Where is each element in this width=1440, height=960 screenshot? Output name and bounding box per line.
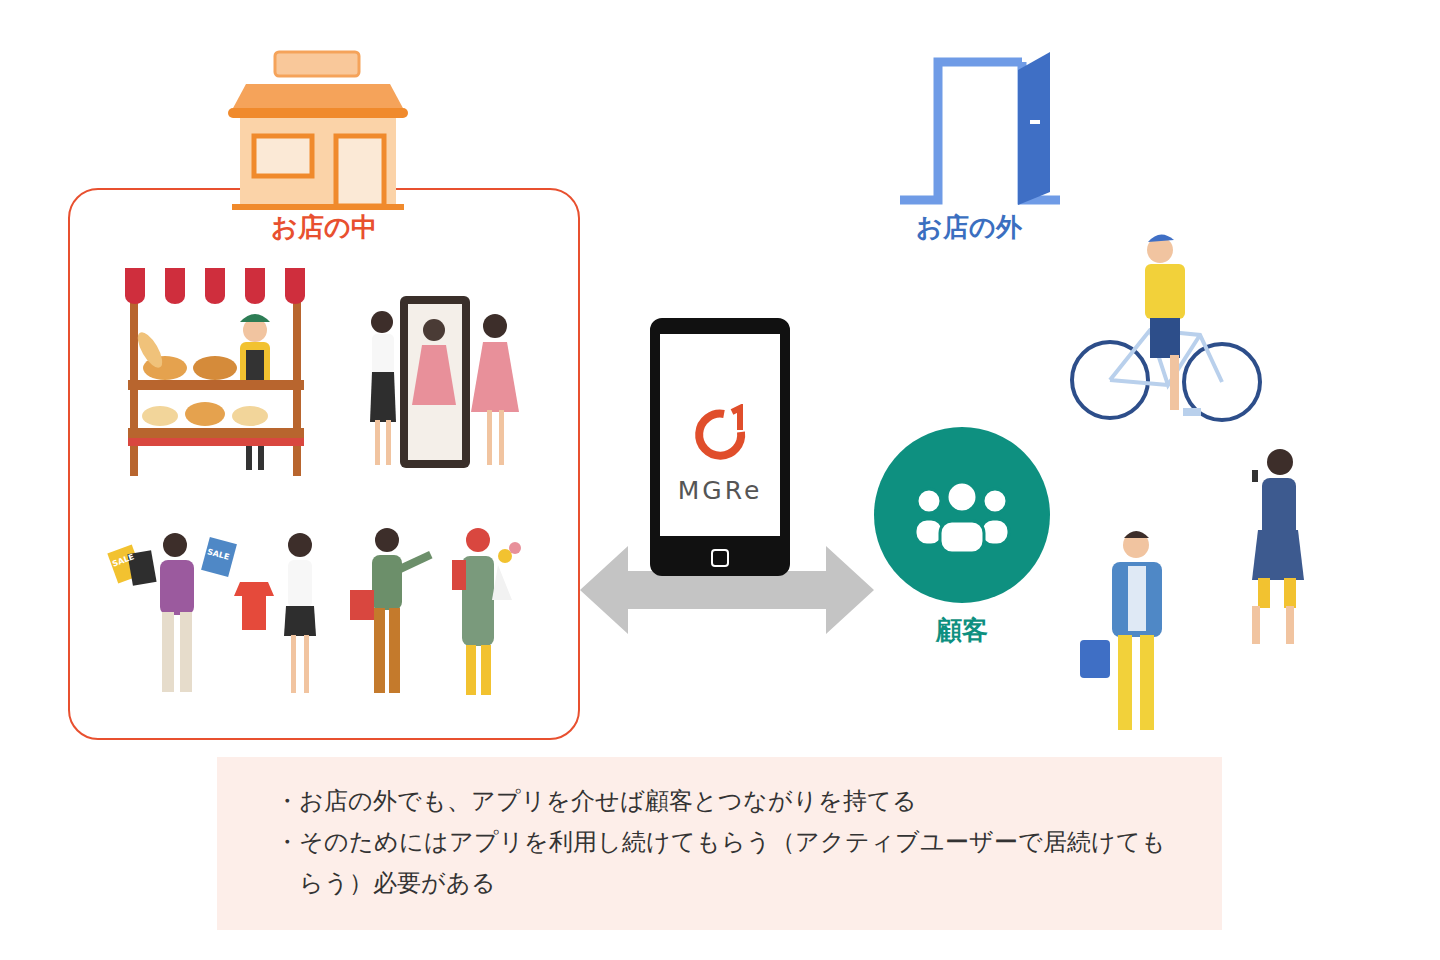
customer-circle: 顧客 bbox=[874, 427, 1050, 603]
cyclist bbox=[1072, 234, 1260, 420]
app-name: MGRe bbox=[660, 476, 780, 505]
in-store-region: お店の中 bbox=[68, 188, 580, 740]
note-line: ・そのためにはアプリを利用し続けてもらう（アクティブユーザーで居続けてもらう）必… bbox=[275, 822, 1179, 904]
smartphone-app: MGRe bbox=[650, 318, 790, 576]
bakery-stall bbox=[125, 268, 305, 476]
customer-label: 顧客 bbox=[834, 613, 1090, 648]
person-head bbox=[947, 482, 977, 512]
person-head bbox=[983, 489, 1007, 513]
pedestrian-woman bbox=[1252, 449, 1304, 644]
app-logo bbox=[690, 404, 750, 464]
logo-mark bbox=[732, 408, 740, 430]
region-heading: お店の中 bbox=[70, 210, 578, 245]
shop-icon bbox=[228, 52, 408, 210]
logo-arc bbox=[699, 414, 741, 456]
person-head bbox=[917, 489, 941, 513]
pedestrian-man bbox=[1080, 531, 1162, 730]
people-icon bbox=[907, 479, 1017, 559]
note-box: ・お店の外でも、アプリを介せば顧客とつながりを持てる・そのためにはアプリを利用し… bbox=[217, 757, 1222, 930]
door-icon bbox=[900, 52, 1060, 205]
note-line: ・お店の外でも、アプリを介せば顧客とつながりを持てる bbox=[275, 781, 1179, 822]
home-button bbox=[711, 549, 729, 567]
shoppers bbox=[107, 533, 316, 693]
outside-heading: お店の外 bbox=[916, 210, 1022, 245]
person-body bbox=[940, 521, 984, 553]
fitting-mirror bbox=[370, 296, 519, 468]
florist-scene bbox=[350, 528, 521, 695]
